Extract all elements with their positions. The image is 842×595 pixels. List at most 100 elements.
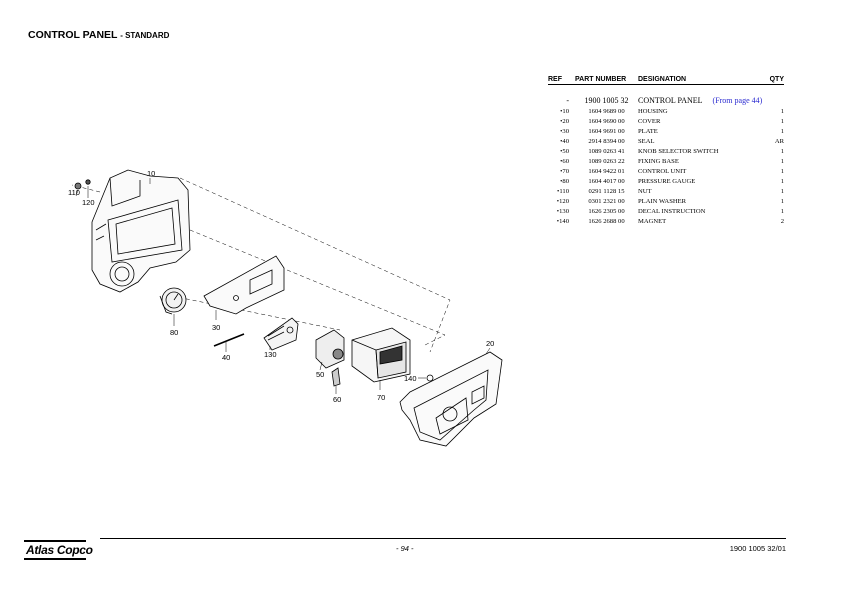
qty-cell: AR xyxy=(774,138,784,145)
table-row: •30 1604 9691 00 PLATE 1 xyxy=(548,127,784,137)
ref-cell: - xyxy=(566,96,569,105)
callout-10: 10 xyxy=(147,169,155,178)
seal-part xyxy=(213,333,245,347)
page-number: - 94 - xyxy=(396,544,414,553)
parts-table: REF PART NUMBER DESIGNATION QTY - 1900 1… xyxy=(548,76,784,227)
ref-cell: •60 xyxy=(560,158,569,165)
leader-lines xyxy=(75,178,491,394)
designation-cell: CONTROL UNIT xyxy=(638,168,687,175)
table-row: •80 1604 4017 00 PRESSURE GAUGE 1 xyxy=(548,177,784,187)
designation-cell: CONTROL PANEL(From page 44) xyxy=(638,96,763,105)
page-title-main: CONTROL PANEL xyxy=(28,29,118,41)
part-number-cell: 1604 4017 00 xyxy=(588,178,625,185)
part-number-cell: 0301 2321 00 xyxy=(588,198,625,205)
designation-cell: HOUSING xyxy=(638,108,668,115)
qty-cell: 2 xyxy=(780,218,784,225)
table-row: •10 1604 9689 00 HOUSING 1 xyxy=(548,107,784,117)
table-row: •120 0301 2321 00 PLAIN WASHER 1 xyxy=(548,197,784,207)
column-ref: REF xyxy=(548,76,575,85)
callout-30: 30 xyxy=(212,323,220,332)
part-number-cell: 1900 1005 32 xyxy=(584,96,629,105)
ref-cell: •30 xyxy=(560,128,569,135)
qty-cell: 1 xyxy=(780,188,784,195)
callout-140: 140 xyxy=(404,374,417,383)
qty-cell: 1 xyxy=(780,118,784,125)
designation-cell: PLATE xyxy=(638,128,658,135)
page-title: CONTROL PANEL - STANDARD xyxy=(28,29,169,41)
part-number-cell: 1604 9689 00 xyxy=(588,108,625,115)
qty-cell: 1 xyxy=(780,158,784,165)
part-number-cell: 1604 9422 01 xyxy=(588,168,625,175)
part-number-cell: 1626 2305 00 xyxy=(588,208,625,215)
ref-cell: •110 xyxy=(557,188,569,195)
callout-130: 130 xyxy=(264,350,277,359)
ref-cell: •70 xyxy=(560,168,569,175)
from-page-link[interactable]: (From page 44) xyxy=(712,96,763,105)
qty-cell: 1 xyxy=(780,108,784,115)
ref-cell: •80 xyxy=(560,178,569,185)
column-qty: QTY xyxy=(768,76,784,85)
designation-cell: KNOB SELECTOR SWITCH xyxy=(638,148,719,155)
table-row: •40 2914 8394 00 SEAL AR xyxy=(548,137,784,147)
table-row: •50 1089 0263 41 KNOB SELECTOR SWITCH 1 xyxy=(548,147,784,157)
callout-50: 50 xyxy=(316,370,324,379)
designation-cell: FIXING BASE xyxy=(638,158,679,165)
magnet-part xyxy=(426,374,434,382)
table-row: •60 1089 0263 22 FIXING BASE 1 xyxy=(548,157,784,167)
ref-cell: •20 xyxy=(560,118,569,125)
ref-cell: •130 xyxy=(556,208,569,215)
table-row: •70 1604 9422 01 CONTROL UNIT 1 xyxy=(548,167,784,177)
qty-cell: 1 xyxy=(780,168,784,175)
part-number-cell: 1604 9690 00 xyxy=(588,118,625,125)
designation-cell: PRESSURE GAUGE xyxy=(638,178,696,185)
ref-cell: •120 xyxy=(556,198,569,205)
exploded-diagram: 10 20 30 40 50 60 70 80 110 120 130 140 xyxy=(68,169,503,447)
ref-cell: •140 xyxy=(556,218,569,225)
column-designation: DESIGNATION xyxy=(638,76,769,85)
knob-switch-part xyxy=(315,329,345,369)
callout-40: 40 xyxy=(222,353,230,362)
control-unit-part xyxy=(351,327,411,383)
callout-70: 70 xyxy=(377,393,385,402)
table-row-main: - 1900 1005 32 CONTROL PANEL(From page 4… xyxy=(548,95,784,107)
designation-cell: PLAIN WASHER xyxy=(638,198,687,205)
qty-cell: 1 xyxy=(780,208,784,215)
designation-cell: NUT xyxy=(638,188,652,195)
table-row: •130 1626 2305 00 DECAL INSTRUCTION 1 xyxy=(548,207,784,217)
part-number-cell: 1089 0263 41 xyxy=(588,148,625,155)
callout-80: 80 xyxy=(170,328,178,337)
diagram-callouts: 10 20 30 40 50 60 70 80 110 120 130 140 xyxy=(68,169,494,404)
qty-cell: 1 xyxy=(780,128,784,135)
table-row: •20 1604 9690 00 COVER 1 xyxy=(548,117,784,127)
designation-cell: COVER xyxy=(638,118,661,125)
callout-60: 60 xyxy=(333,395,341,404)
callout-20: 20 xyxy=(486,339,494,348)
cover-part xyxy=(399,351,503,447)
designation-cell: SEAL xyxy=(638,138,655,145)
ref-cell: •50 xyxy=(560,148,569,155)
designation-cell: MAGNET xyxy=(638,218,667,225)
fixing-base-part xyxy=(331,367,341,387)
housing-part xyxy=(91,169,191,293)
ref-cell: •10 xyxy=(560,108,569,115)
qty-cell: 1 xyxy=(780,178,784,185)
table-row: •140 1626 2688 00 MAGNET 2 xyxy=(548,217,784,227)
part-number-cell: 1089 0263 22 xyxy=(588,158,625,165)
part-number-cell: 1626 2688 00 xyxy=(588,218,625,225)
column-part-number: PART NUMBER xyxy=(575,76,638,85)
qty-cell: 1 xyxy=(780,198,784,205)
qty-cell: 1 xyxy=(780,148,784,155)
part-number-cell: 2914 8394 00 xyxy=(588,138,625,145)
callout-120: 120 xyxy=(82,198,95,207)
decal-part xyxy=(263,317,299,351)
plate-part xyxy=(203,255,285,315)
pressure-gauge-part xyxy=(159,287,187,315)
atlas-copco-logo: Atlas Copco xyxy=(24,540,93,560)
parts-table-header: REF PART NUMBER DESIGNATION QTY xyxy=(548,76,784,85)
page-title-subtitle: - STANDARD xyxy=(120,31,170,40)
part-number-cell: 1604 9691 00 xyxy=(588,128,625,135)
ref-cell: •40 xyxy=(560,138,569,145)
designation-cell: DECAL INSTRUCTION xyxy=(638,208,706,215)
callout-110: 110 xyxy=(68,188,80,197)
